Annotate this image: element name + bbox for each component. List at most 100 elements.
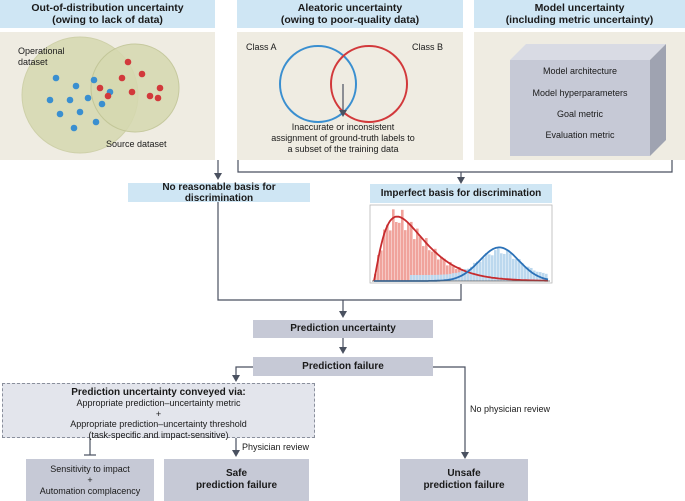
histogram-blue-bar	[482, 257, 485, 281]
histogram-red-bar	[407, 222, 410, 281]
automation-complacency-label: Automation complacency	[39, 486, 141, 496]
histogram-blue-bar	[521, 263, 524, 281]
histogram-red-bar	[449, 261, 452, 281]
histogram-blue-bar	[509, 253, 512, 281]
model-item-evaluation-metric: Evaluation metric	[545, 130, 615, 140]
histogram-red-bar	[380, 250, 383, 281]
histogram-blue-bar	[422, 274, 425, 281]
histogram-red-bar	[440, 256, 443, 281]
header-model: Model uncertainty (including metric unce…	[474, 0, 685, 28]
header-aleatoric: Aleatoric uncertainty (owing to poor-qua…	[237, 0, 463, 28]
class-a-label: Class A	[246, 42, 277, 52]
histogram-blue-bar	[506, 250, 509, 281]
class-b-label: Class B	[412, 42, 444, 52]
histogram-blue-bar	[545, 273, 548, 281]
histogram-blue-bar	[428, 274, 431, 281]
histogram-blue-bar	[512, 258, 515, 281]
histogram-red-bar	[413, 239, 416, 281]
histogram-blue-bar	[542, 272, 545, 281]
histogram-red-bar	[392, 209, 395, 281]
sensitivity-box: Sensitivity to impact + Automation compl…	[26, 459, 154, 501]
histogram-blue-bar	[524, 266, 527, 281]
header-ood: Out-of-distribution uncertainty (owing t…	[0, 0, 215, 28]
conveyed-threshold: Appropriate prediction–uncertainty thres…	[70, 419, 247, 429]
histogram-blue-bar	[515, 259, 518, 281]
model-item-architecture: Model architecture	[542, 66, 618, 76]
histogram-red-bar	[386, 224, 389, 281]
histogram-blue-bar	[488, 254, 491, 281]
histogram-blue-bar	[410, 274, 413, 281]
header-aleatoric-subtitle: (owing to poor-quality data)	[280, 14, 420, 26]
header-model-title: Model uncertainty	[534, 2, 625, 14]
histogram-blue-bar	[500, 253, 503, 281]
histogram-red-bar	[443, 258, 446, 281]
histogram-blue-bar	[497, 248, 500, 281]
ood-blue-points	[46, 74, 114, 132]
histogram-blue-bar	[476, 261, 479, 281]
histogram-red-bar	[401, 209, 404, 281]
histogram-red-bar	[425, 238, 428, 281]
histogram-blue-bar	[530, 267, 533, 281]
ood-red-points	[96, 58, 164, 102]
histogram-blue-bar	[446, 274, 449, 281]
histogram-red-bar	[398, 222, 401, 281]
histogram-red-bar	[437, 259, 440, 281]
histogram-blue-bars	[395, 248, 548, 281]
histogram-blue-bar	[443, 274, 446, 281]
prediction-uncertainty-box: Prediction uncertainty	[253, 320, 433, 338]
header-ood-subtitle: (owing to lack of data)	[52, 14, 163, 26]
safe-label-2: prediction failure	[195, 480, 278, 491]
histogram-blue-bar	[503, 253, 506, 281]
ood-venn	[21, 36, 180, 154]
histogram-red-bar	[419, 237, 422, 281]
histogram-blue-bar	[491, 255, 494, 281]
conveyed-plus: +	[155, 408, 162, 419]
histogram-red-bar	[389, 230, 392, 281]
bracket-aleatoric-model	[237, 160, 673, 173]
histogram-blue-bar	[518, 258, 521, 281]
safe-label-1: Safe	[225, 468, 248, 479]
arrow-failure-to-unsafe	[433, 366, 469, 459]
histogram-blue-bar	[533, 270, 536, 281]
histogram-blue-bar	[467, 268, 470, 281]
histogram-blue-bar	[431, 274, 434, 281]
prediction-failure-box: Prediction failure	[253, 357, 433, 376]
histogram-blue-bar	[419, 274, 422, 281]
header-ood-title: Out-of-distribution uncertainty	[31, 2, 184, 14]
conveyed-threshold-note: (task-specific and impact-sensitive)	[88, 429, 229, 440]
no-physician-review-label: No physician review	[470, 404, 551, 414]
histogram-red-bar	[416, 228, 419, 281]
aleatoric-venn	[279, 45, 408, 123]
model-item-goal-metric: Goal metric	[556, 109, 603, 119]
unsafe-failure-box: Unsafe prediction failure	[400, 459, 528, 501]
histogram-blue-bar	[485, 253, 488, 281]
histogram-blue-bar	[494, 250, 497, 281]
model-cube	[510, 44, 666, 156]
histogram-blue-bar	[527, 266, 530, 281]
sensitivity-label: Sensitivity to impact	[50, 464, 130, 474]
arrow-failure-to-conveyed	[232, 366, 253, 382]
conveyed-title: Prediction uncertainty conveyed via:	[71, 387, 246, 398]
histogram-blue-bar	[479, 261, 482, 281]
model-item-hyperparameters: Model hyperparameters	[532, 88, 628, 98]
histogram-blue-bar	[437, 274, 440, 281]
merge-line	[217, 202, 462, 301]
operational-dataset-label: Operational dataset	[18, 46, 65, 67]
histogram-red-bar	[404, 230, 407, 281]
histogram-blue-bar	[449, 273, 452, 281]
histogram-blue-bar	[440, 274, 443, 281]
conveyed-metric: Appropriate prediction–uncertainty metri…	[76, 398, 241, 408]
histogram-blue-bar	[434, 274, 437, 281]
unsafe-label-2: prediction failure	[423, 480, 505, 491]
no-basis-box: No reasonable basis for discrimination	[128, 182, 310, 204]
unsafe-label-1: Unsafe	[447, 468, 481, 479]
conveyed-box: Prediction uncertainty conveyed via: App…	[2, 383, 315, 440]
histogram-blue-bar	[416, 274, 419, 281]
histogram-red-bar	[446, 265, 449, 281]
imperfect-basis-box: Imperfect basis for discrimination	[370, 184, 552, 203]
header-model-subtitle: (including metric uncertainty)	[505, 14, 654, 26]
histogram-blue-bar	[473, 262, 476, 281]
histogram-blue-bar	[452, 273, 455, 281]
sensitivity-plus: +	[87, 475, 93, 485]
